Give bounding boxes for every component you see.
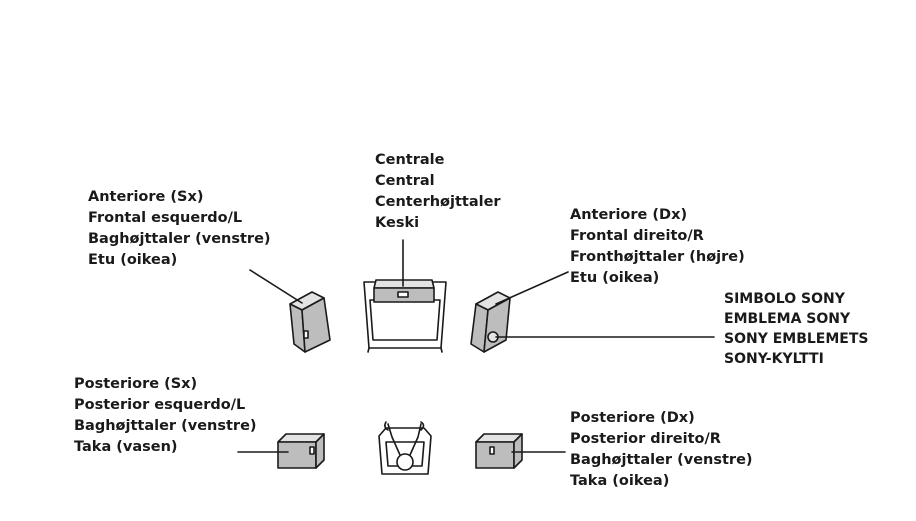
label-line: Fronthøjttaler (højre) [570,249,745,265]
front-right-speaker-icon [470,291,511,353]
label-line: Anteriore (Sx) [88,189,204,205]
rear-right-speaker-icon [475,433,523,469]
front-right-speaker-label: Anteriore (Dx) Frontal direito/R Fronthø… [570,205,745,289]
label-line: Posteriore (Sx) [74,376,198,392]
label-line: Frontal esquerdo/L [88,210,243,226]
label-line: Etu (oikea) [88,252,178,268]
label-line: Posteriore (Dx) [570,410,695,426]
label-line: SONY EMBLEMETS [724,331,869,347]
label-line: Posterior esquerdo/L [74,397,246,413]
label-line: Baghøjttaler (venstre) [88,231,271,247]
label-line: Baghøjttaler (venstre) [74,418,257,434]
label-line: Central [375,173,435,189]
label-line: Posterior direito/R [570,431,721,447]
sony-emblem-label: SIMBOLO SONY EMBLEMA SONY SONY EMBLEMETS… [724,289,869,369]
rear-left-speaker-label: Posteriore (Sx) Posterior esquerdo/L Bag… [74,374,257,458]
front-left-leader-line [249,269,303,304]
label-line: Frontal direito/R [570,228,704,244]
label-line: SIMBOLO SONY [724,291,845,307]
center-speaker-icon [373,279,435,303]
rear-right-speaker-label: Posteriore (Dx) Posterior direito/R Bagh… [570,408,753,492]
rear-left-speaker-icon [277,433,325,469]
label-line: EMBLEMA SONY [724,311,851,327]
label-line: Baghøjttaler (venstre) [570,452,753,468]
front-left-speaker-icon [289,291,331,353]
label-line: Taka (vasen) [74,439,178,455]
center-speaker-label: Centrale Central Centerhøjttaler Keski [375,150,501,234]
label-line: SONY-KYLTTI [724,351,824,367]
front-right-leader-line [495,271,569,305]
front-left-speaker-label: Anteriore (Sx) Frontal esquerdo/L Baghøj… [88,187,271,271]
label-line: Etu (oikea) [570,270,660,286]
listener-icon [378,421,432,475]
label-line: Anteriore (Dx) [570,207,688,223]
label-line: Keski [375,215,420,231]
label-line: Taka (oikea) [570,473,670,489]
label-line: Centrale [375,152,445,168]
label-line: Centerhøjttaler [375,194,501,210]
